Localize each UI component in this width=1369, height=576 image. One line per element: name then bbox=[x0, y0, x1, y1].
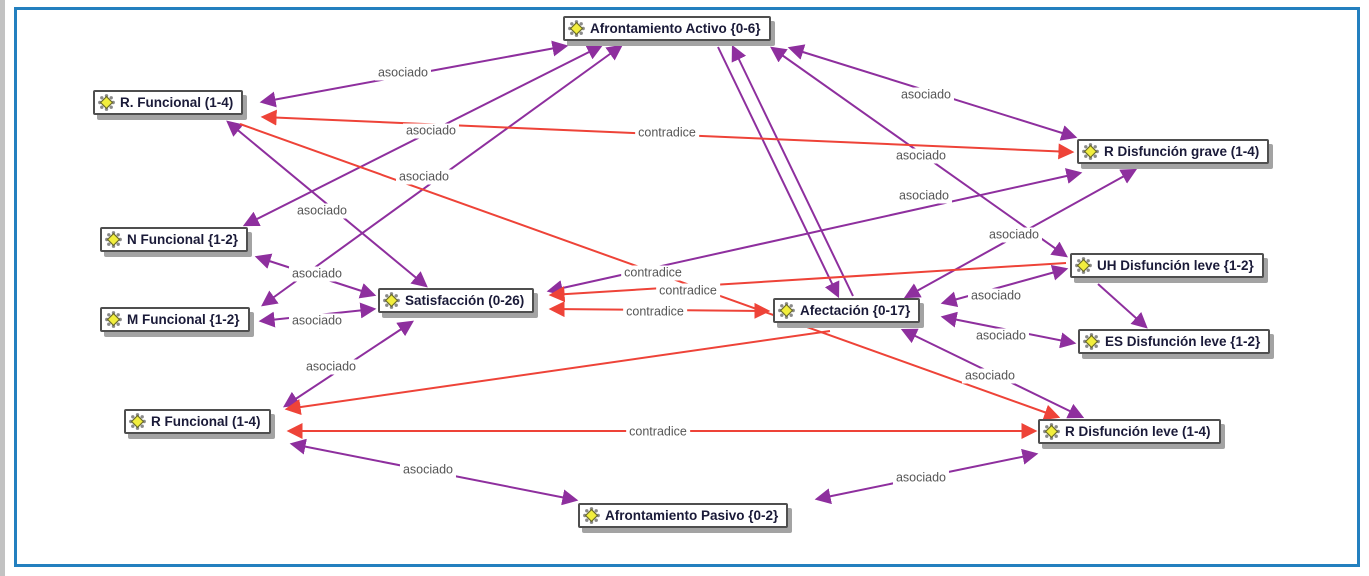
node-label: R Disfunción grave (1-4) bbox=[1104, 144, 1260, 159]
node-label: R. Funcional (1-4) bbox=[120, 95, 234, 110]
edge-label-afectacion-r_disf_grave[interactable]: asociado bbox=[985, 227, 1043, 243]
node-label: Afectación {0-17} bbox=[800, 303, 911, 318]
node-label: Afrontamiento Activo {0-6} bbox=[590, 21, 761, 36]
edge-label-afectacion-uh_disf_leve[interactable]: asociado bbox=[967, 288, 1025, 304]
node-uh_disf_leve[interactable]: UH Disfunción leve {1-2} bbox=[1070, 253, 1264, 278]
edge-label-r_funcional_top-r_disf_grave[interactable]: contradice bbox=[635, 125, 699, 141]
edge-line-afectacion-uh_disf_leve bbox=[940, 264, 1069, 308]
code-icon bbox=[129, 413, 146, 430]
code-icon bbox=[1075, 257, 1092, 274]
node-afectacion[interactable]: Afectación {0-17} bbox=[773, 298, 921, 323]
code-icon bbox=[105, 311, 122, 328]
node-label: M Funcional {1-2} bbox=[127, 312, 240, 327]
edge-label-r_funcional_bottom-r_disf_leve[interactable]: contradice bbox=[626, 424, 690, 440]
node-label: ES Disfunción leve {1-2} bbox=[1105, 334, 1261, 349]
code-icon bbox=[383, 292, 400, 309]
edge-label-pasivo-r_disf_leve[interactable]: asociado bbox=[892, 470, 950, 486]
node-m_funcional[interactable]: M Funcional {1-2} bbox=[100, 307, 250, 332]
code-icon bbox=[778, 302, 795, 319]
edge-label-m_funcional-satisfaccion[interactable]: asociado bbox=[288, 313, 346, 329]
node-n_funcional[interactable]: N Funcional {1-2} bbox=[100, 227, 249, 252]
node-pasivo[interactable]: Afrontamiento Pasivo {0-2} bbox=[578, 503, 789, 528]
edge-label-r_funcional_top-r_disf_leve[interactable]: contradice bbox=[621, 265, 685, 281]
edge-label-r_funcional_bottom-pasivo[interactable]: asociado bbox=[399, 462, 457, 478]
code-icon bbox=[1082, 143, 1099, 160]
node-r_disf_leve[interactable]: R Disfunción leve (1-4) bbox=[1038, 419, 1221, 444]
edge-label-afectacion-r_disf_leve[interactable]: asociado bbox=[961, 368, 1019, 384]
code-icon bbox=[1083, 333, 1100, 350]
node-r_disf_grave[interactable]: R Disfunción grave (1-4) bbox=[1077, 139, 1270, 164]
node-label: UH Disfunción leve {1-2} bbox=[1097, 258, 1254, 273]
node-r_funcional_bottom[interactable]: R Funcional (1-4) bbox=[124, 409, 271, 434]
node-label: Afrontamiento Pasivo {0-2} bbox=[605, 508, 779, 523]
code-icon bbox=[98, 94, 115, 111]
page-left-edge bbox=[0, 0, 5, 576]
edge-label-r_funcional_top-satisfaccion[interactable]: asociado bbox=[293, 203, 351, 219]
node-label: R Disfunción leve (1-4) bbox=[1065, 424, 1211, 439]
edge-label-activo-n_funcional[interactable]: asociado bbox=[402, 123, 460, 139]
node-label: R Funcional (1-4) bbox=[151, 414, 261, 429]
edge-label-afectacion-es_disf_leve[interactable]: asociado bbox=[972, 328, 1030, 344]
node-label: Satisfacción (0-26) bbox=[405, 293, 525, 308]
code-icon bbox=[583, 507, 600, 524]
node-es_disf_leve[interactable]: ES Disfunción leve {1-2} bbox=[1078, 329, 1271, 354]
node-activo[interactable]: Afrontamiento Activo {0-6} bbox=[563, 16, 771, 41]
node-label: N Funcional {1-2} bbox=[127, 232, 239, 247]
edge-line-satisfaccion-uh_disf_leve bbox=[548, 262, 1067, 303]
edge-label-satisfaccion-uh_disf_leve[interactable]: contradice bbox=[656, 283, 720, 299]
edge-label-n_funcional-satisfaccion[interactable]: asociado bbox=[288, 266, 346, 282]
edge-label-activo-m_funcional[interactable]: asociado bbox=[395, 169, 453, 185]
edge-label-satisfaccion-afectacion[interactable]: contradice bbox=[623, 304, 687, 320]
edge-line-afectacion-activo bbox=[731, 44, 854, 297]
node-satisfaccion[interactable]: Satisfacción (0-26) bbox=[378, 288, 535, 313]
edge-label-activo-r_disf_grave[interactable]: asociado bbox=[897, 87, 955, 103]
edge-label-satisfaccion-r_disf_grave[interactable]: asociado bbox=[895, 188, 953, 204]
edge-label-activo-r_funcional_top[interactable]: asociado bbox=[374, 65, 432, 81]
concept-map-frame bbox=[14, 7, 1360, 567]
node-r_funcional_top[interactable]: R. Funcional (1-4) bbox=[93, 90, 244, 115]
edge-line-r_funcional_bottom-afectacion bbox=[284, 330, 831, 415]
code-icon bbox=[1043, 423, 1060, 440]
code-icon bbox=[105, 231, 122, 248]
edge-line-uh_disf_leve-es_disf_leve bbox=[1097, 283, 1148, 329]
edge-label-r_funcional_bottom-satisfaccion[interactable]: asociado bbox=[302, 359, 360, 375]
edge-label-activo-uh_disf_leve[interactable]: asociado bbox=[892, 148, 950, 164]
edge-line-activo-afectacion bbox=[717, 46, 840, 299]
code-icon bbox=[568, 20, 585, 37]
